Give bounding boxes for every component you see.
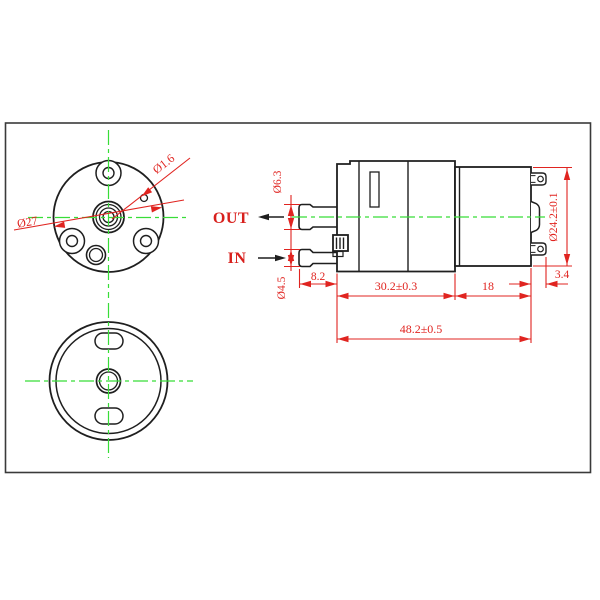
dim-front-hole-diameter: Ø1.6 <box>150 151 177 177</box>
bottom-view <box>25 303 193 458</box>
dim-front-outer-diameter: Ø27 <box>16 213 39 230</box>
dim-motor-length: 18 <box>482 279 494 293</box>
inlet-port <box>298 248 337 268</box>
dim-terminal-length: 3.4 <box>555 269 570 281</box>
motor-terminal-bottom <box>531 242 547 256</box>
terminal-hole <box>537 175 544 183</box>
dim-outlet-diameter: Ø6.3 <box>272 170 284 193</box>
dim-total-length: 48.2±0.5 <box>400 322 443 336</box>
ear-hole <box>65 234 79 248</box>
dim-motor-diameter: Ø24.2±0.1 <box>548 192 560 241</box>
mounting-ears <box>58 159 160 255</box>
label-out: OUT <box>213 210 249 227</box>
pump-head-body <box>336 160 456 273</box>
terminal-hole <box>537 245 544 253</box>
ear-hole <box>139 234 153 248</box>
dim-inlet-diameter: Ø4.5 <box>276 276 288 299</box>
front-view: Ø27 Ø1.6 <box>13 130 191 298</box>
dim-port-length: 8.2 <box>311 271 326 283</box>
side-view: Ø6.3 Ø4.5 8.2 30.2±0.3 18 48.2±0. <box>213 160 572 343</box>
dimensions: Ø6.3 Ø4.5 8.2 30.2±0.3 18 48.2±0. <box>272 166 572 343</box>
flow-labels: OUT IN <box>213 210 286 267</box>
dim-pump-length: 30.2±0.3 <box>375 279 418 293</box>
dim-front-outer: Ø27 <box>13 199 185 231</box>
pump-slot-detail <box>369 171 380 208</box>
drawing-frame <box>4 122 592 474</box>
valve-detail <box>332 234 349 258</box>
label-in: IN <box>228 250 247 267</box>
motor-terminal-top <box>531 172 547 186</box>
